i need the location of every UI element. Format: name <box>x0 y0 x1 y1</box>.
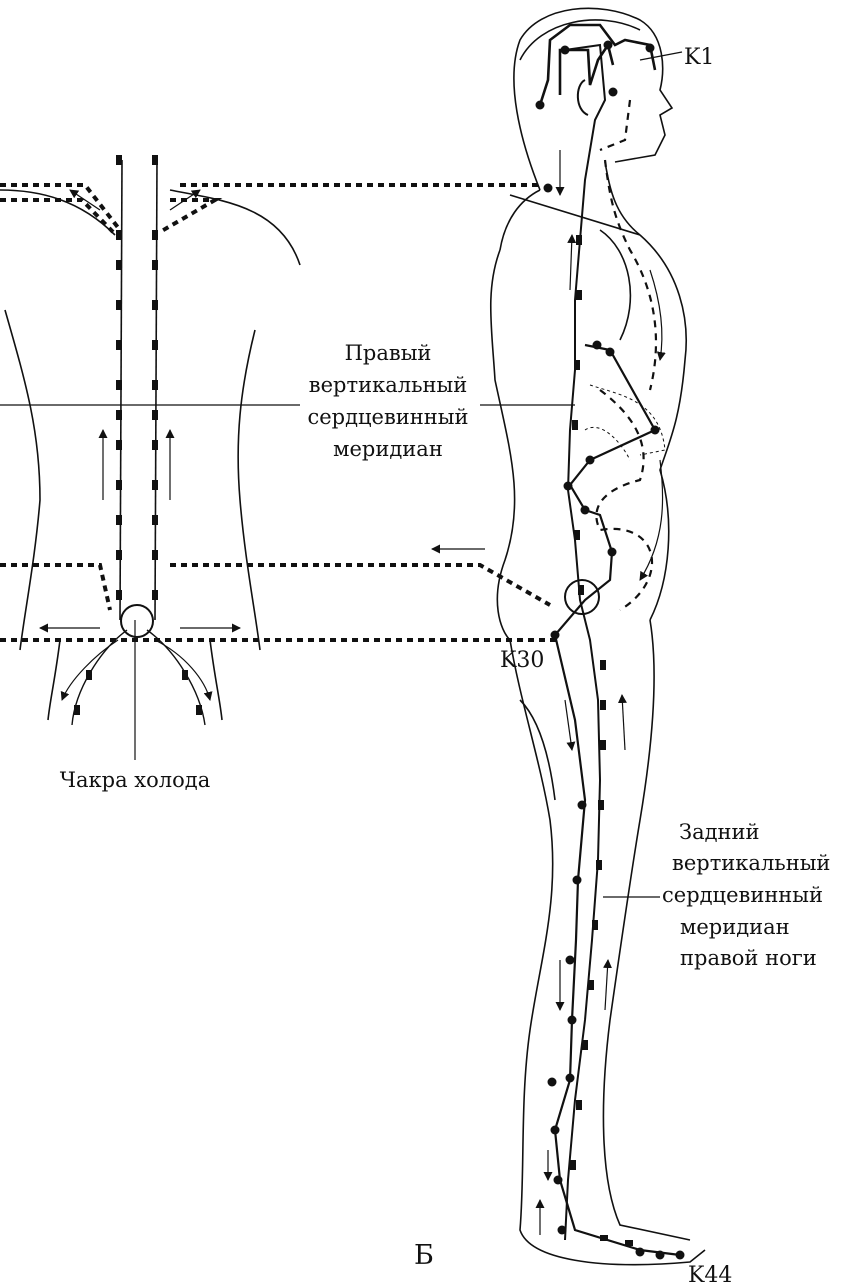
back-buttock-left <box>47 639 61 721</box>
zigzag-torso-path <box>553 343 681 1257</box>
back-meridian-line-1: Задний <box>679 820 760 844</box>
back-torso-side-right <box>237 329 261 651</box>
knee-line <box>519 699 556 801</box>
side-view-figure <box>489 7 706 1266</box>
label-panel-b: Б <box>414 1240 434 1271</box>
shoulder-line <box>509 194 641 236</box>
hip-circle <box>564 579 600 615</box>
back-buttock-right <box>209 639 223 721</box>
right-meridian-line-4: меридиан <box>333 437 443 461</box>
leg-front-outline <box>602 619 691 1241</box>
back-leg-meridian-left <box>71 629 128 726</box>
back-shoulder-left <box>0 189 116 236</box>
side-meridian-points <box>535 40 685 1260</box>
back-meridian-line-5: правой ноги <box>680 946 817 970</box>
neck-front <box>604 161 641 236</box>
head-outline <box>513 7 674 191</box>
right-meridian-line-2: вертикальный <box>309 373 467 397</box>
arm-outline <box>599 229 632 341</box>
label-cold-chakra: Чакра холода <box>60 768 210 792</box>
back-arc-right <box>154 639 213 701</box>
side-meridian-markers <box>570 235 633 1246</box>
back-meridian-line-4: меридиан <box>680 915 790 939</box>
back-view-figure <box>0 159 301 760</box>
label-k1: K1 <box>684 45 714 70</box>
right-meridian-line-3: сердцевинный <box>307 405 468 429</box>
cold-chakra-circle <box>120 604 154 638</box>
leg-back-outline <box>509 639 706 1266</box>
side-thin-dashed <box>584 384 666 461</box>
hair-line <box>519 19 641 61</box>
head-meridian-path <box>538 23 657 106</box>
label-k44: K44 <box>688 1263 732 1285</box>
neck-back <box>499 189 541 251</box>
side-dashed-lines <box>595 99 658 611</box>
right-meridian-line-1: Правый <box>345 341 432 365</box>
torso-front <box>639 234 687 621</box>
back-meridian-line-3: сердцевинный <box>662 883 823 907</box>
side-arrows <box>535 150 666 1235</box>
back-meridian-line-2: вертикальный <box>672 851 830 875</box>
side-meridian-lines <box>538 23 681 1257</box>
label-right-meridian: Правый вертикальный сердцевинный меридиа… <box>307 341 468 461</box>
label-back-meridian: Задний вертикальный сердцевинный меридиа… <box>662 820 830 970</box>
back-arc-left <box>60 639 119 701</box>
torso-back <box>489 249 516 641</box>
spine-meridian-markers <box>74 155 202 715</box>
back-shoulder-right <box>169 189 301 266</box>
back-torso-side-left <box>4 309 41 651</box>
dashed-connectors <box>0 183 560 642</box>
spine-arrows <box>39 189 485 633</box>
label-k30: K30 <box>500 648 544 673</box>
ear <box>576 79 589 116</box>
